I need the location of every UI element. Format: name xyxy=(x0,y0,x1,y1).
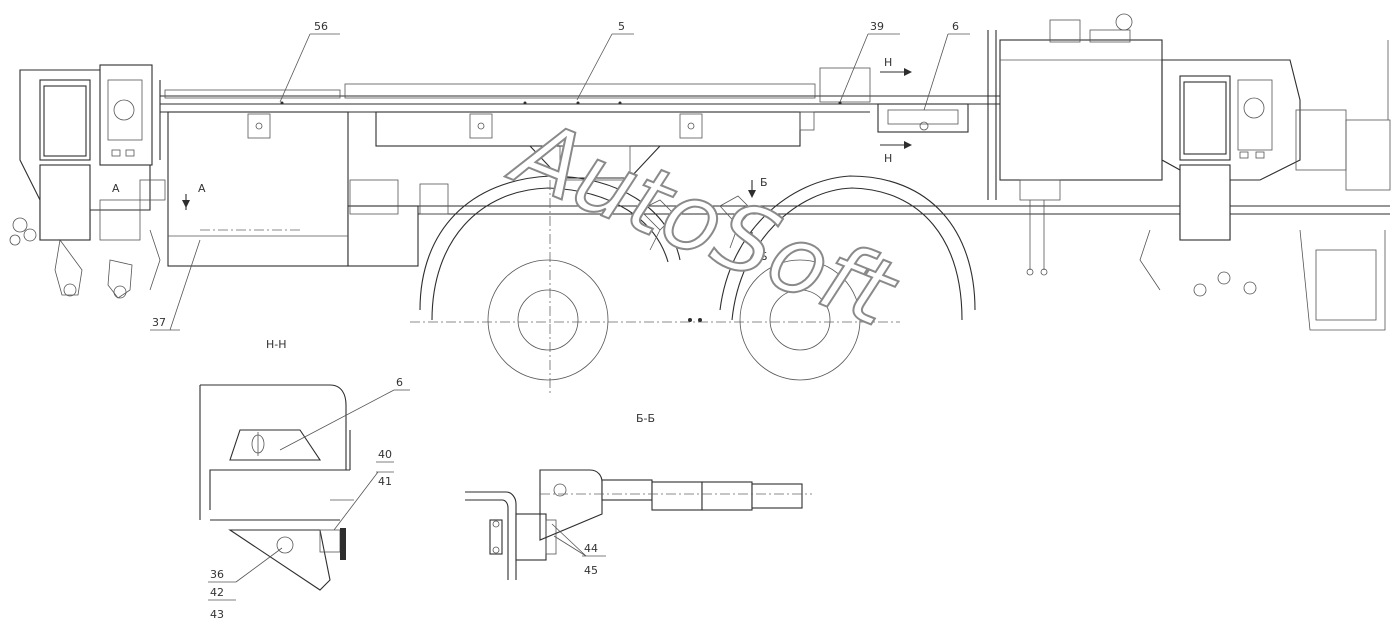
callout-6-detail: 6 xyxy=(396,376,403,389)
view-hh-title: Н-Н xyxy=(266,338,287,351)
callout-44: 44 xyxy=(584,542,598,555)
section-mark-b-bottom: Б xyxy=(760,250,768,263)
callout-5: 5 xyxy=(618,20,625,33)
main-view-callouts: 56 5 39 6 37 xyxy=(150,20,970,331)
mid-box-5 xyxy=(375,111,815,181)
section-marks: А А Н Н Б Б xyxy=(112,56,912,263)
section-mark-a-left: А xyxy=(198,182,206,195)
callout-41: 41 xyxy=(378,475,392,488)
wheel-arches xyxy=(410,175,976,395)
view-bb-title: Б-Б xyxy=(636,412,655,425)
callout-56: 56 xyxy=(314,20,328,33)
callout-43: 43 xyxy=(210,608,224,621)
section-mark-h-top: Н xyxy=(884,56,892,69)
battery-box-37 xyxy=(167,111,449,267)
callout-37: 37 xyxy=(152,316,166,329)
callout-40: 40 xyxy=(378,448,392,461)
right-tank-assembly xyxy=(877,13,1163,276)
callout-39: 39 xyxy=(870,20,884,33)
callout-6-top: 6 xyxy=(952,20,959,33)
view-hh: Н-Н 40 41 6 36 42 43 xyxy=(199,338,410,621)
callout-36: 36 xyxy=(210,568,224,581)
front-cab-block xyxy=(9,64,166,299)
view-bb: Б-Б 44 45 xyxy=(465,412,812,580)
rail-fittings xyxy=(164,67,871,105)
rear-cab-block xyxy=(1139,40,1391,331)
section-mark-a-right: А xyxy=(112,182,120,195)
brake-valves xyxy=(639,195,753,251)
callout-45: 45 xyxy=(584,564,598,577)
callout-42: 42 xyxy=(210,586,224,599)
section-mark-b-top: Б xyxy=(760,176,768,189)
section-mark-h-bottom: Н xyxy=(884,152,892,165)
